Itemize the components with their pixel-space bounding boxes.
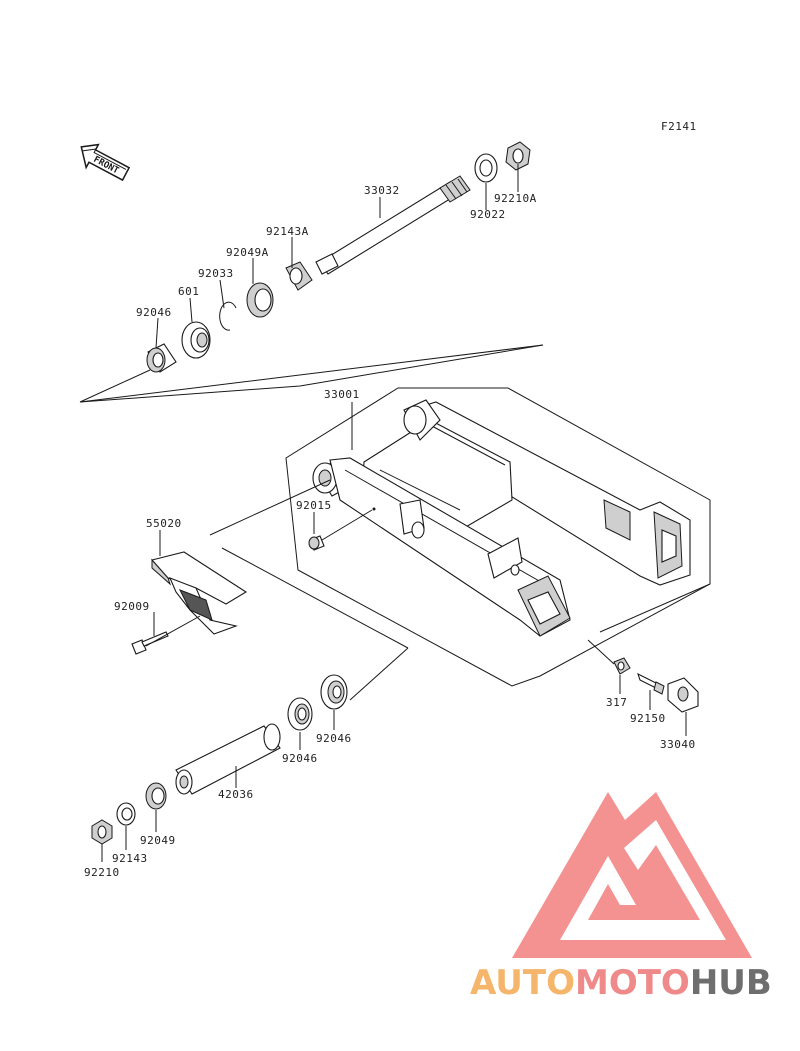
part-601-bearing <box>181 321 211 359</box>
label-92022: 92022 <box>470 208 506 221</box>
label-55020: 55020 <box>146 517 182 530</box>
pivot-guide-down <box>349 647 409 701</box>
label-92049A: 92049A <box>226 246 269 259</box>
leader-outline <box>79 344 544 403</box>
label-33040: 33040 <box>660 738 696 751</box>
adjuster-guide <box>587 583 711 665</box>
label-92143: 92143 <box>112 852 148 865</box>
part-92150-bolt <box>637 672 665 695</box>
part-92015-grease-nipple <box>308 535 325 551</box>
part-92210A-nut <box>505 141 531 171</box>
part-92046-needle-bearing-right <box>320 674 348 710</box>
label-92210A: 92210A <box>494 192 537 205</box>
label-92009: 92009 <box>114 600 150 613</box>
part-317-nut <box>613 657 631 675</box>
label-92015: 92015 <box>296 499 332 512</box>
label-33001: 33001 <box>324 388 360 401</box>
part-92049A-seal <box>246 282 274 318</box>
part-92049-seal <box>145 782 167 810</box>
part-33032-shaft <box>315 175 471 275</box>
part-55020-chain-guard <box>150 551 248 635</box>
watermark-hub: HUB <box>690 963 772 1003</box>
pivot-guide-lines <box>209 479 409 649</box>
label-92143A: 92143A <box>266 225 309 238</box>
part-92009-bolt <box>131 631 169 655</box>
leader-92015-to-arm <box>321 509 373 541</box>
label-92210: 92210 <box>84 866 120 879</box>
swingarm-outline-box <box>285 387 711 687</box>
watermark-auto: AUTO <box>470 963 575 1003</box>
part-33001-swingarm <box>312 399 691 637</box>
watermark-text: AUTOMOTOHUB <box>470 963 772 1003</box>
logo-triangle-mark <box>512 792 752 958</box>
label-92049: 92049 <box>140 834 176 847</box>
label-92033: 92033 <box>198 267 234 280</box>
part-33040-block <box>667 677 699 713</box>
grease-point <box>372 507 376 511</box>
label-42036: 42036 <box>218 788 254 801</box>
leader-92009 <box>145 612 201 647</box>
watermark-moto: MOTO <box>575 963 690 1003</box>
part-92143A-collar <box>285 261 313 291</box>
front-arrow-icon: FRONT <box>80 143 131 182</box>
leader-outline-2 <box>79 344 544 403</box>
label-33032: 33032 <box>364 184 400 197</box>
leader-92033 <box>219 279 225 309</box>
label-601: 601 <box>178 285 199 298</box>
part-42036-collar <box>175 723 281 795</box>
leader-92046-top <box>155 317 159 349</box>
label-92046-top: 92046 <box>136 306 172 319</box>
automotohub-logo <box>512 792 752 958</box>
part-92046-needle-bearing-left <box>287 697 313 731</box>
leader-601 <box>189 297 193 323</box>
label-317: 317 <box>606 696 627 709</box>
part-92143-collar <box>116 802 136 826</box>
part-92046-needle-bearing-top <box>146 343 177 373</box>
part-92022-washer <box>474 153 498 183</box>
label-92046-mid-left: 92046 <box>282 752 318 765</box>
part-92033-circlip <box>219 301 237 331</box>
part-92210-nut <box>91 819 113 845</box>
diagram-code: F2141 <box>661 120 697 133</box>
label-92150: 92150 <box>630 712 666 725</box>
label-92046-mid-right: 92046 <box>316 732 352 745</box>
